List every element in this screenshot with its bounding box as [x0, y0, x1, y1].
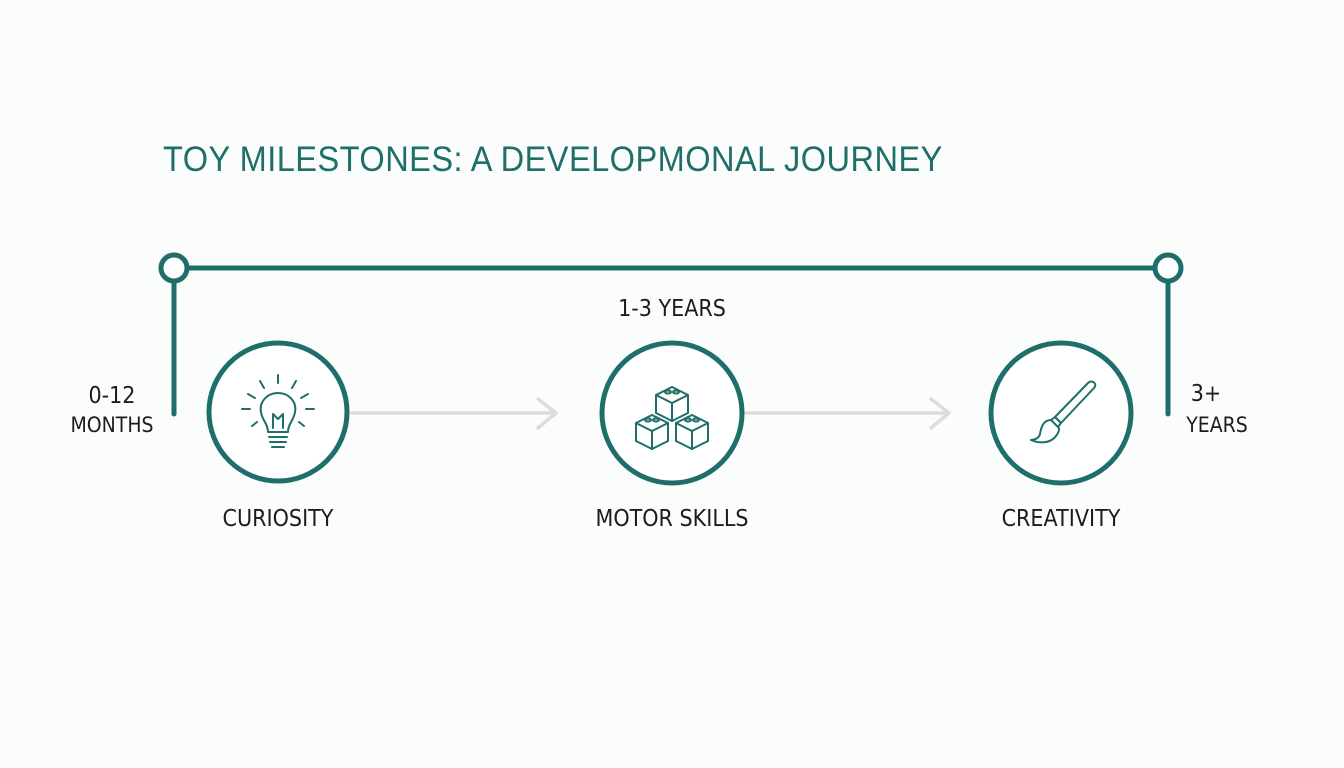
paintbrush-icon — [1030, 380, 1097, 444]
timeline-end-node — [1152, 252, 1184, 284]
lightbulb-icon — [241, 374, 315, 448]
stage-label-creativity: CREATIVITY — [1001, 506, 1121, 532]
building-blocks-icon — [635, 386, 709, 450]
end-age-value: 3+ — [1190, 381, 1222, 407]
arrow-2-head — [929, 397, 951, 430]
stage-creativity — [988, 340, 1134, 486]
stage-motor-skills — [599, 340, 745, 486]
arrow-1-head — [536, 397, 558, 430]
stage-circle — [206, 340, 350, 484]
connector-arrows — [350, 397, 951, 430]
stage-curiosity — [206, 340, 350, 484]
page-title: TOY MILESTONES: A DEVELOPMONAL JOURNEY — [163, 140, 943, 179]
start-age-unit: MONTHS — [70, 413, 154, 437]
timeline-start-node — [158, 252, 190, 284]
stage-circle — [988, 340, 1134, 486]
start-age-value: 0-12 — [88, 383, 136, 409]
stage-label-motor-skills: MOTOR SKILLS — [595, 506, 749, 532]
middle-age-label: 1-3 YEARS — [618, 296, 726, 322]
stage-label-curiosity: CURIOSITY — [222, 506, 334, 532]
timeline-bracket — [158, 252, 1184, 417]
end-age-unit: YEARS — [1186, 413, 1248, 437]
